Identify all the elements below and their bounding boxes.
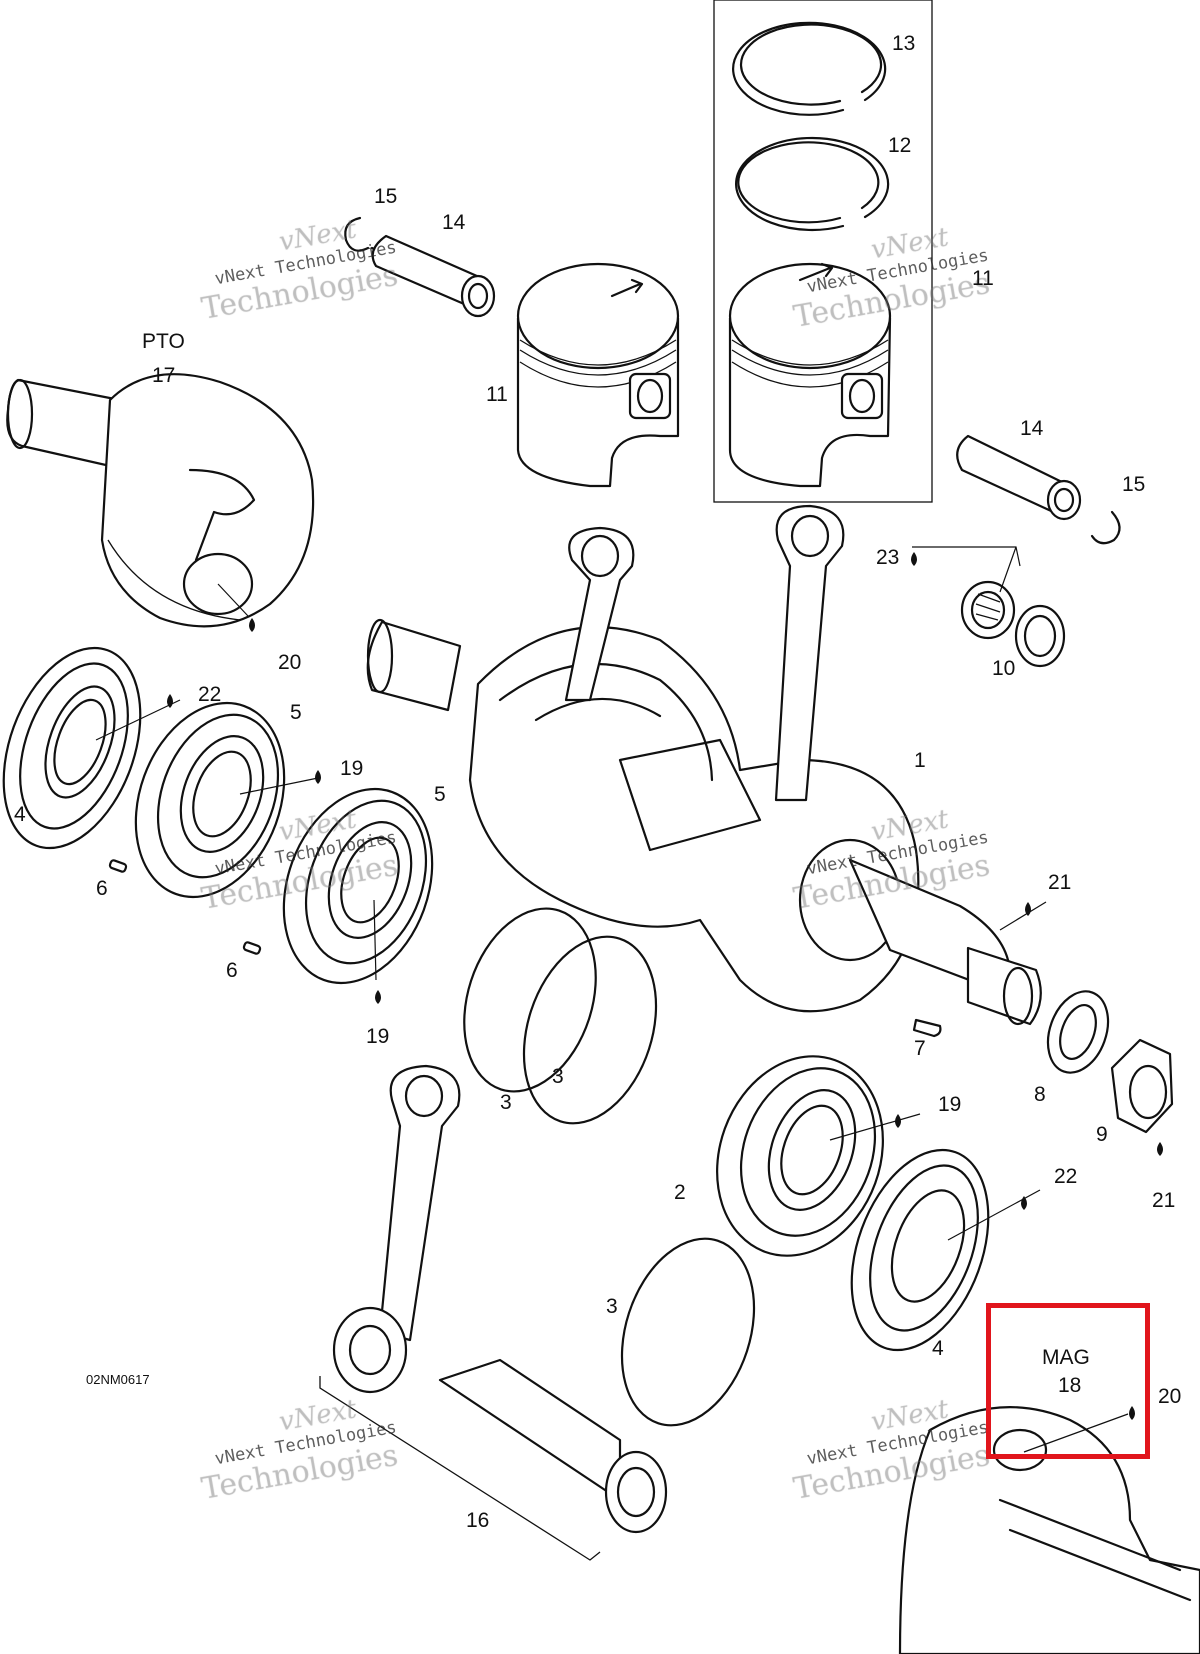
callout-20: 20: [278, 651, 302, 674]
pto-label: PTO: [142, 330, 185, 353]
mag-label: MAG: [1042, 1346, 1090, 1369]
callout-21: 21: [1048, 871, 1072, 894]
crankshaft-1: [366, 618, 1042, 1026]
leader-lines: [95, 546, 1129, 1453]
callout-11: 11: [486, 383, 508, 406]
callout-8: 8: [1034, 1083, 1046, 1106]
callout-6: 6: [226, 959, 238, 982]
connecting-rod-right: [774, 504, 845, 802]
callout-22: 22: [1054, 1165, 1078, 1188]
oil-seal-4-right: [850, 1148, 990, 1352]
callout-10: 10: [992, 657, 1016, 680]
callout-20: 20: [1158, 1385, 1182, 1408]
callout-2: 2: [674, 1181, 686, 1204]
callout-19: 19: [366, 1025, 390, 1048]
callout-13: 13: [892, 32, 916, 55]
dowel-pin-6-b: [242, 941, 262, 955]
callout-14: 14: [442, 211, 466, 234]
callout-3: 3: [606, 1295, 618, 1318]
callout-18: 18: [1058, 1374, 1082, 1397]
nut-9: [1110, 1038, 1174, 1134]
crank-half-17-pto: [6, 373, 315, 628]
callout-12: 12: [888, 134, 912, 157]
reference-code: 02NM0617: [86, 1372, 150, 1387]
needle-bearing-23: [960, 580, 1016, 640]
callout-6: 6: [96, 877, 108, 900]
woodruff-key-7: [912, 1018, 942, 1038]
callout-19: 19: [938, 1093, 962, 1116]
piston-ring-13: [732, 21, 887, 116]
callout-7: 7: [914, 1037, 926, 1060]
bearing-5-left: [134, 701, 286, 899]
callout-11: 11: [972, 267, 994, 290]
o-ring-3-c: [620, 1237, 756, 1427]
circlip-15-top: [344, 216, 370, 252]
o-ring-3-a: [463, 907, 597, 1093]
callout-3: 3: [552, 1065, 564, 1088]
bearing-5-middle: [282, 787, 434, 985]
callout-17: 17: [152, 364, 176, 387]
callout-5: 5: [290, 701, 302, 724]
oil-drop-icons: [167, 552, 1163, 1420]
conrod-assembly-16: [319, 1064, 668, 1561]
piston-11: [516, 262, 680, 488]
piston-ring-12: [735, 136, 890, 232]
callout-21: 21: [1152, 1189, 1176, 1212]
oil-seal-4-left: [2, 646, 142, 850]
circlip-15-right: [1090, 510, 1121, 545]
crank-half-18-mag: [898, 1406, 1200, 1654]
callout-22: 22: [198, 683, 222, 706]
callout-23: 23: [876, 546, 900, 569]
callout-4: 4: [14, 803, 26, 826]
lock-washer-8: [1046, 990, 1110, 1074]
callout-15: 15: [374, 185, 398, 208]
o-ring-3-b: [522, 935, 658, 1125]
callout-5: 5: [434, 783, 446, 806]
connecting-rod-left: [564, 526, 635, 702]
dowel-pin-6-a: [108, 859, 128, 873]
bearing-2: [716, 1055, 884, 1257]
callout-1: 1: [914, 749, 926, 772]
callout-19: 19: [340, 757, 364, 780]
piston-11-kit: [728, 262, 892, 488]
piston-kit-frame: [713, 0, 933, 503]
callout-15: 15: [1122, 473, 1146, 496]
callout-4: 4: [932, 1337, 944, 1360]
callout-16: 16: [466, 1509, 490, 1532]
callout-3: 3: [500, 1091, 512, 1114]
piston-pin-14-top: [370, 234, 496, 318]
callout-9: 9: [1096, 1123, 1108, 1146]
piston-pin-14-right: [956, 434, 1082, 521]
thrust-washer-10: [1014, 604, 1066, 668]
highlight-box: [986, 1303, 1150, 1459]
callout-14: 14: [1020, 417, 1044, 440]
